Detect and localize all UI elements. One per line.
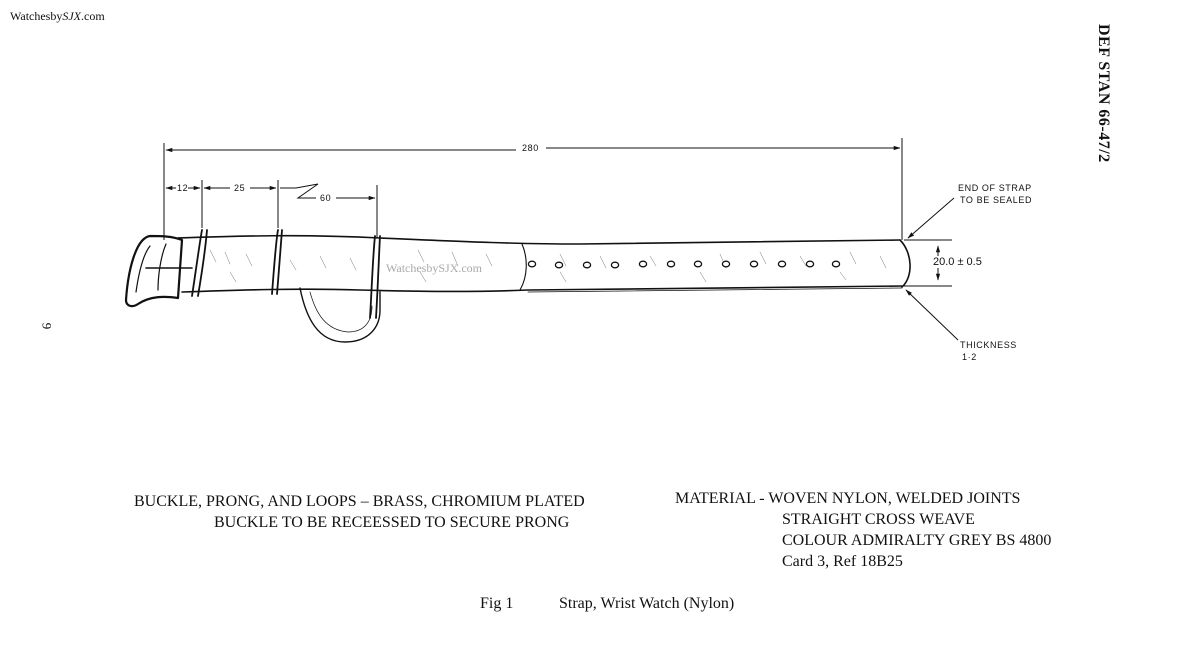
leader-thickness	[905, 289, 959, 341]
figure-number: Fig 1	[480, 595, 514, 612]
dimension-12-label: 12	[177, 183, 188, 193]
buckle	[124, 234, 193, 308]
to-be-sealed-label: TO BE SEALED	[960, 195, 1032, 205]
site-watermark: WatchesbySJX.com	[10, 9, 105, 23]
strap-loops	[191, 229, 381, 319]
buckle-note-line1: BUCKLE, PRONG, AND LOOPS – BRASS, CHROMI…	[134, 493, 585, 510]
dimension-25-label: 25	[234, 183, 245, 193]
strap-body	[177, 234, 911, 343]
image-watermark: WatchesbySJX.com	[386, 261, 483, 275]
end-of-strap-label: END OF STRAP	[958, 183, 1032, 193]
dimension-chain	[163, 178, 378, 240]
material-note-line1: MATERIAL - WOVEN NYLON, WELDED JOINTS	[675, 490, 1021, 507]
strap-holes	[527, 260, 841, 269]
dimension-60-label: 60	[320, 193, 331, 203]
dimension-overall-label: 280	[522, 143, 539, 153]
dimension-width	[904, 239, 952, 287]
figure-title: Strap, Wrist Watch (Nylon)	[559, 595, 735, 612]
thickness-label: THICKNESS	[960, 340, 1017, 350]
material-note-line2: STRAIGHT CROSS WEAVE	[782, 511, 975, 528]
dimension-width-label: 20.0 ± 0.5	[933, 256, 982, 268]
dimension-overall	[163, 138, 903, 240]
leader-end-of-strap	[907, 197, 955, 239]
material-note-line4: Card 3, Ref 18B25	[782, 553, 903, 570]
material-note-line3: COLOUR ADMIRALTY GREY BS 4800	[782, 532, 1052, 549]
thickness-value: 1·2	[962, 352, 977, 362]
buckle-note-line2: BUCKLE TO BE RECEESSED TO SECURE PRONG	[214, 514, 570, 531]
